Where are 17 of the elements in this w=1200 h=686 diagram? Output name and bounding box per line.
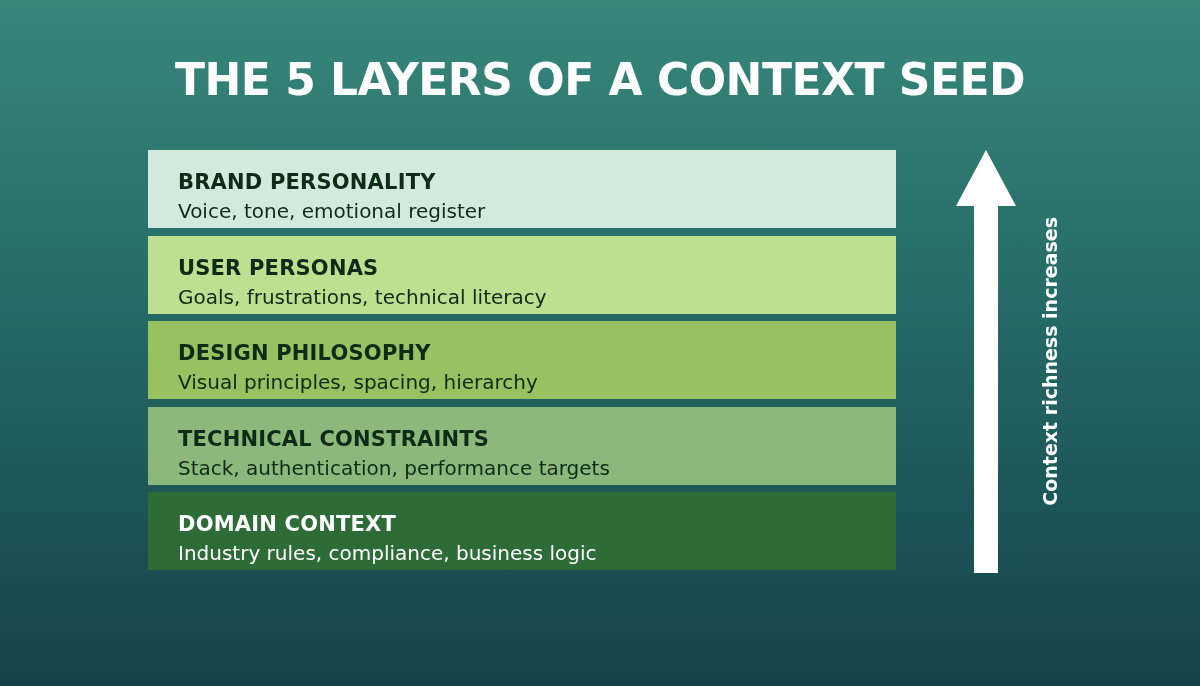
layer-description: Goals, frustrations, technical literacy xyxy=(178,283,547,311)
layer-description: Voice, tone, emotional register xyxy=(178,198,486,225)
layer-description: Stack, authentication, performance targets xyxy=(178,454,610,482)
layer-title: DESIGN PHILOSOPHY xyxy=(178,340,431,367)
diagram-title: THE 5 LAYERS OF A CONTEXT SEED xyxy=(173,53,1027,107)
layer-title: USER PERSONAS xyxy=(178,254,379,282)
layer-title: TECHNICAL CONSTRAINTS xyxy=(178,425,490,453)
layer-title: BRAND PERSONALITY xyxy=(178,169,436,196)
layer-description: Industry rules, compliance, business logic xyxy=(178,540,597,567)
axis-label: Context richness increases xyxy=(1038,217,1062,506)
layer-band xyxy=(148,321,896,399)
layer-band xyxy=(148,235,896,314)
layer-band xyxy=(148,150,896,228)
layer-band xyxy=(148,492,896,570)
layer-title: DOMAIN CONTEXT xyxy=(178,511,396,538)
layer-band xyxy=(148,406,896,485)
layer-description: Visual principles, spacing, hierarchy xyxy=(178,369,538,396)
